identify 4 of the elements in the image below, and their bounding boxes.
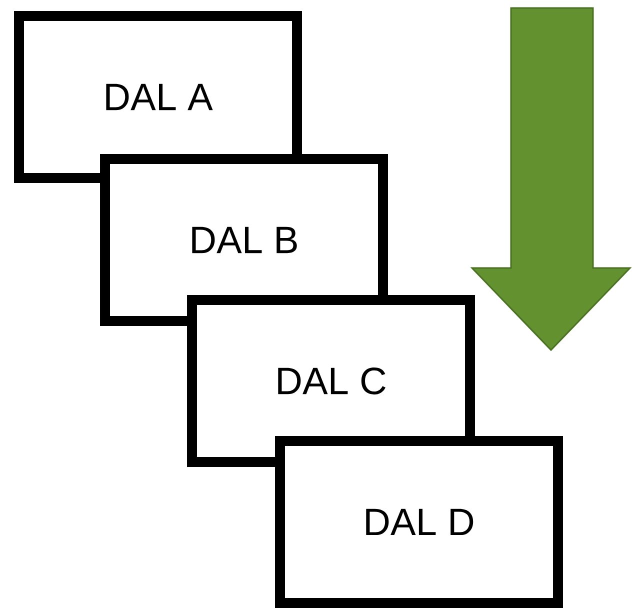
card-box: DAL B [100,154,388,326]
card-box: DAL A [14,11,302,183]
card-box: DAL D [275,436,563,608]
card-box: DAL C [187,295,475,467]
